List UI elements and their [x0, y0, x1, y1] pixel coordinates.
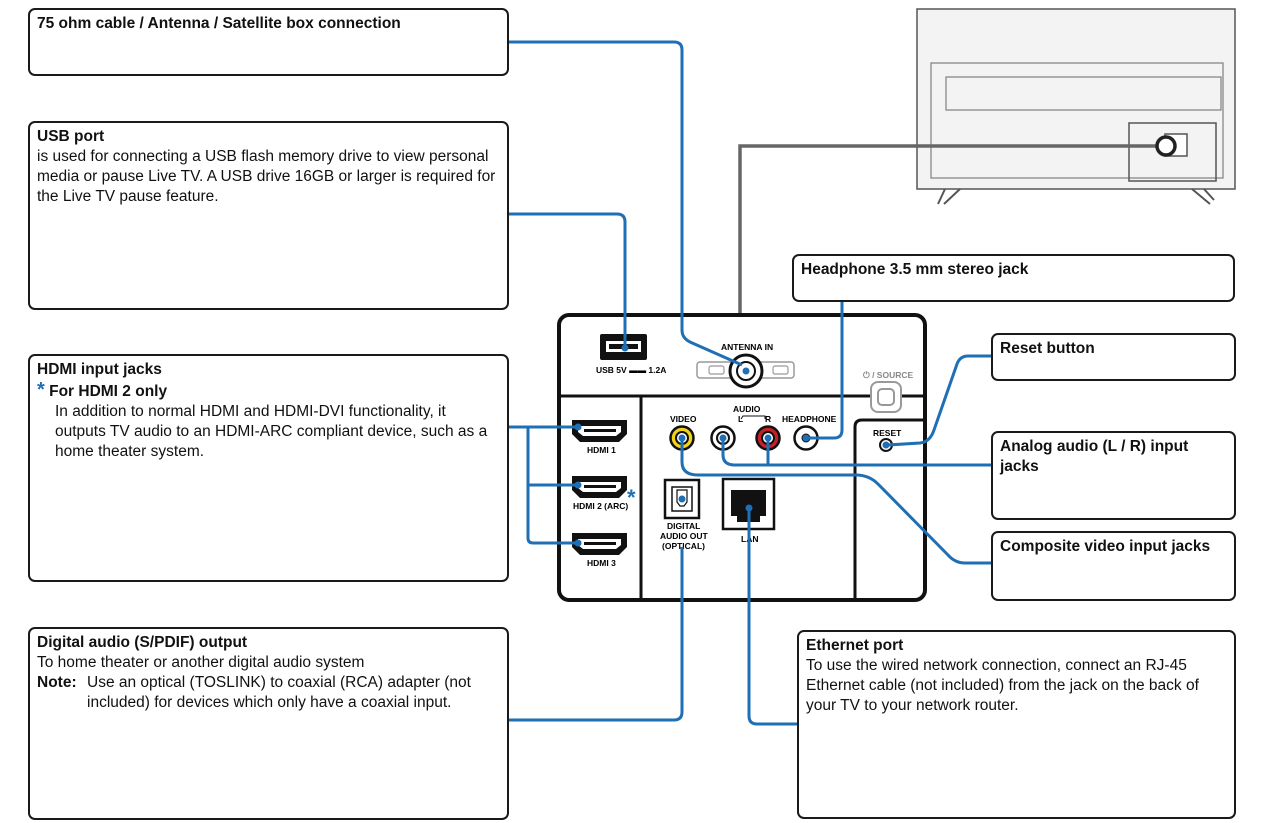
hdmi-callout-body: In addition to normal HDMI and HDMI-DVI …	[55, 403, 488, 460]
ethernet-callout-title: Ethernet port	[806, 637, 904, 654]
hdmi-leader	[508, 425, 578, 545]
hdmi-callout-title: HDMI input jacks	[37, 361, 162, 378]
digital-audio-callout-title: Digital audio (S/PDIF) output	[37, 634, 248, 651]
composite-callout-title: Composite video input jacks	[1000, 538, 1211, 555]
digital-audio-callout-body: To home theater or another digital audio…	[37, 654, 365, 671]
hdmi2-panel-label: HDMI 2 (ARC)	[573, 501, 628, 511]
analog-audio-callout: Analog audio (L / R) input jacks	[991, 431, 1236, 520]
usb-panel-label: USB 5V ▬▬ 1.2A	[596, 365, 666, 375]
tv-pointer-line	[738, 144, 1166, 316]
composite-leader	[680, 440, 992, 565]
hdmi-callout-subtitle-row: * For HDMI 2 only	[37, 380, 500, 402]
digital-audio-note: Note: Use an optical (TOSLINK) to coaxia…	[37, 673, 500, 713]
tv-back-illustration	[916, 8, 1236, 205]
rear-panel	[557, 313, 927, 602]
usb-callout-body: is used for connecting a USB flash memor…	[37, 148, 496, 205]
note-text: Use an optical (TOSLINK) to coaxial (RCA…	[87, 674, 471, 711]
hdmi1-port-illustration	[572, 420, 627, 442]
hdmi2-port-illustration	[572, 476, 627, 498]
hdmi-callout-subtitle: For HDMI 2 only	[49, 383, 168, 400]
optical-label-2: AUDIO OUT	[660, 531, 709, 541]
audio-r-label: R	[765, 414, 771, 424]
ethernet-callout: Ethernet port To use the wired network c…	[797, 630, 1236, 819]
digital-audio-callout: Digital audio (S/PDIF) output To home th…	[28, 627, 509, 820]
reset-callout-title: Reset button	[1000, 340, 1095, 357]
leader-lines	[508, 40, 992, 726]
digital-audio-leader	[508, 547, 684, 722]
analog-audio-callout-title: Analog audio (L / R) input jacks	[1000, 438, 1189, 475]
usb-callout-title: USB port	[37, 128, 105, 145]
audio-l-label: L	[738, 414, 743, 424]
video-panel-label: VIDEO	[670, 414, 697, 424]
note-label: Note:	[37, 674, 77, 691]
hdmi1-panel-label: HDMI 1	[587, 445, 616, 455]
antenna-callout: 75 ohm cable / Antenna / Satellite box c…	[28, 8, 509, 76]
audio-panel-label: AUDIO	[733, 404, 761, 414]
headphone-leader	[808, 302, 844, 440]
analog-audio-leader	[721, 440, 992, 467]
antenna-callout-title: 75 ohm cable / Antenna / Satellite box c…	[37, 15, 401, 32]
headphone-panel-label: HEADPHONE	[782, 414, 837, 424]
antenna-panel-label: ANTENNA IN	[721, 342, 773, 352]
star-icon: *	[37, 379, 45, 401]
ethernet-leader	[747, 508, 798, 726]
hdmi3-port-illustration	[572, 533, 627, 555]
hdmi3-panel-label: HDMI 3	[587, 558, 616, 568]
optical-label-3: (OPTICAL)	[662, 541, 705, 551]
source-panel-label: ⏻ / SOURCE	[863, 370, 914, 380]
optical-label-1: DIGITAL	[667, 521, 700, 531]
hdmi-callout: HDMI input jacks * For HDMI 2 only In ad…	[28, 354, 509, 582]
ethernet-callout-body: To use the wired network connection, con…	[806, 657, 1199, 714]
composite-callout: Composite video input jacks	[991, 531, 1236, 601]
source-button-illustration	[870, 381, 902, 413]
tv-pointer-dot	[1155, 135, 1177, 157]
hdmi2-star-icon: *	[627, 485, 636, 510]
usb-leader	[508, 212, 627, 346]
reset-callout: Reset button	[991, 333, 1236, 381]
reset-leader	[887, 354, 992, 447]
antenna-leader	[508, 40, 743, 367]
usb-callout: USB port is used for connecting a USB fl…	[28, 121, 509, 310]
headphone-callout-title: Headphone 3.5 mm stereo jack	[801, 261, 1029, 278]
reset-panel-label: RESET	[873, 428, 902, 438]
headphone-callout: Headphone 3.5 mm stereo jack	[792, 254, 1235, 302]
